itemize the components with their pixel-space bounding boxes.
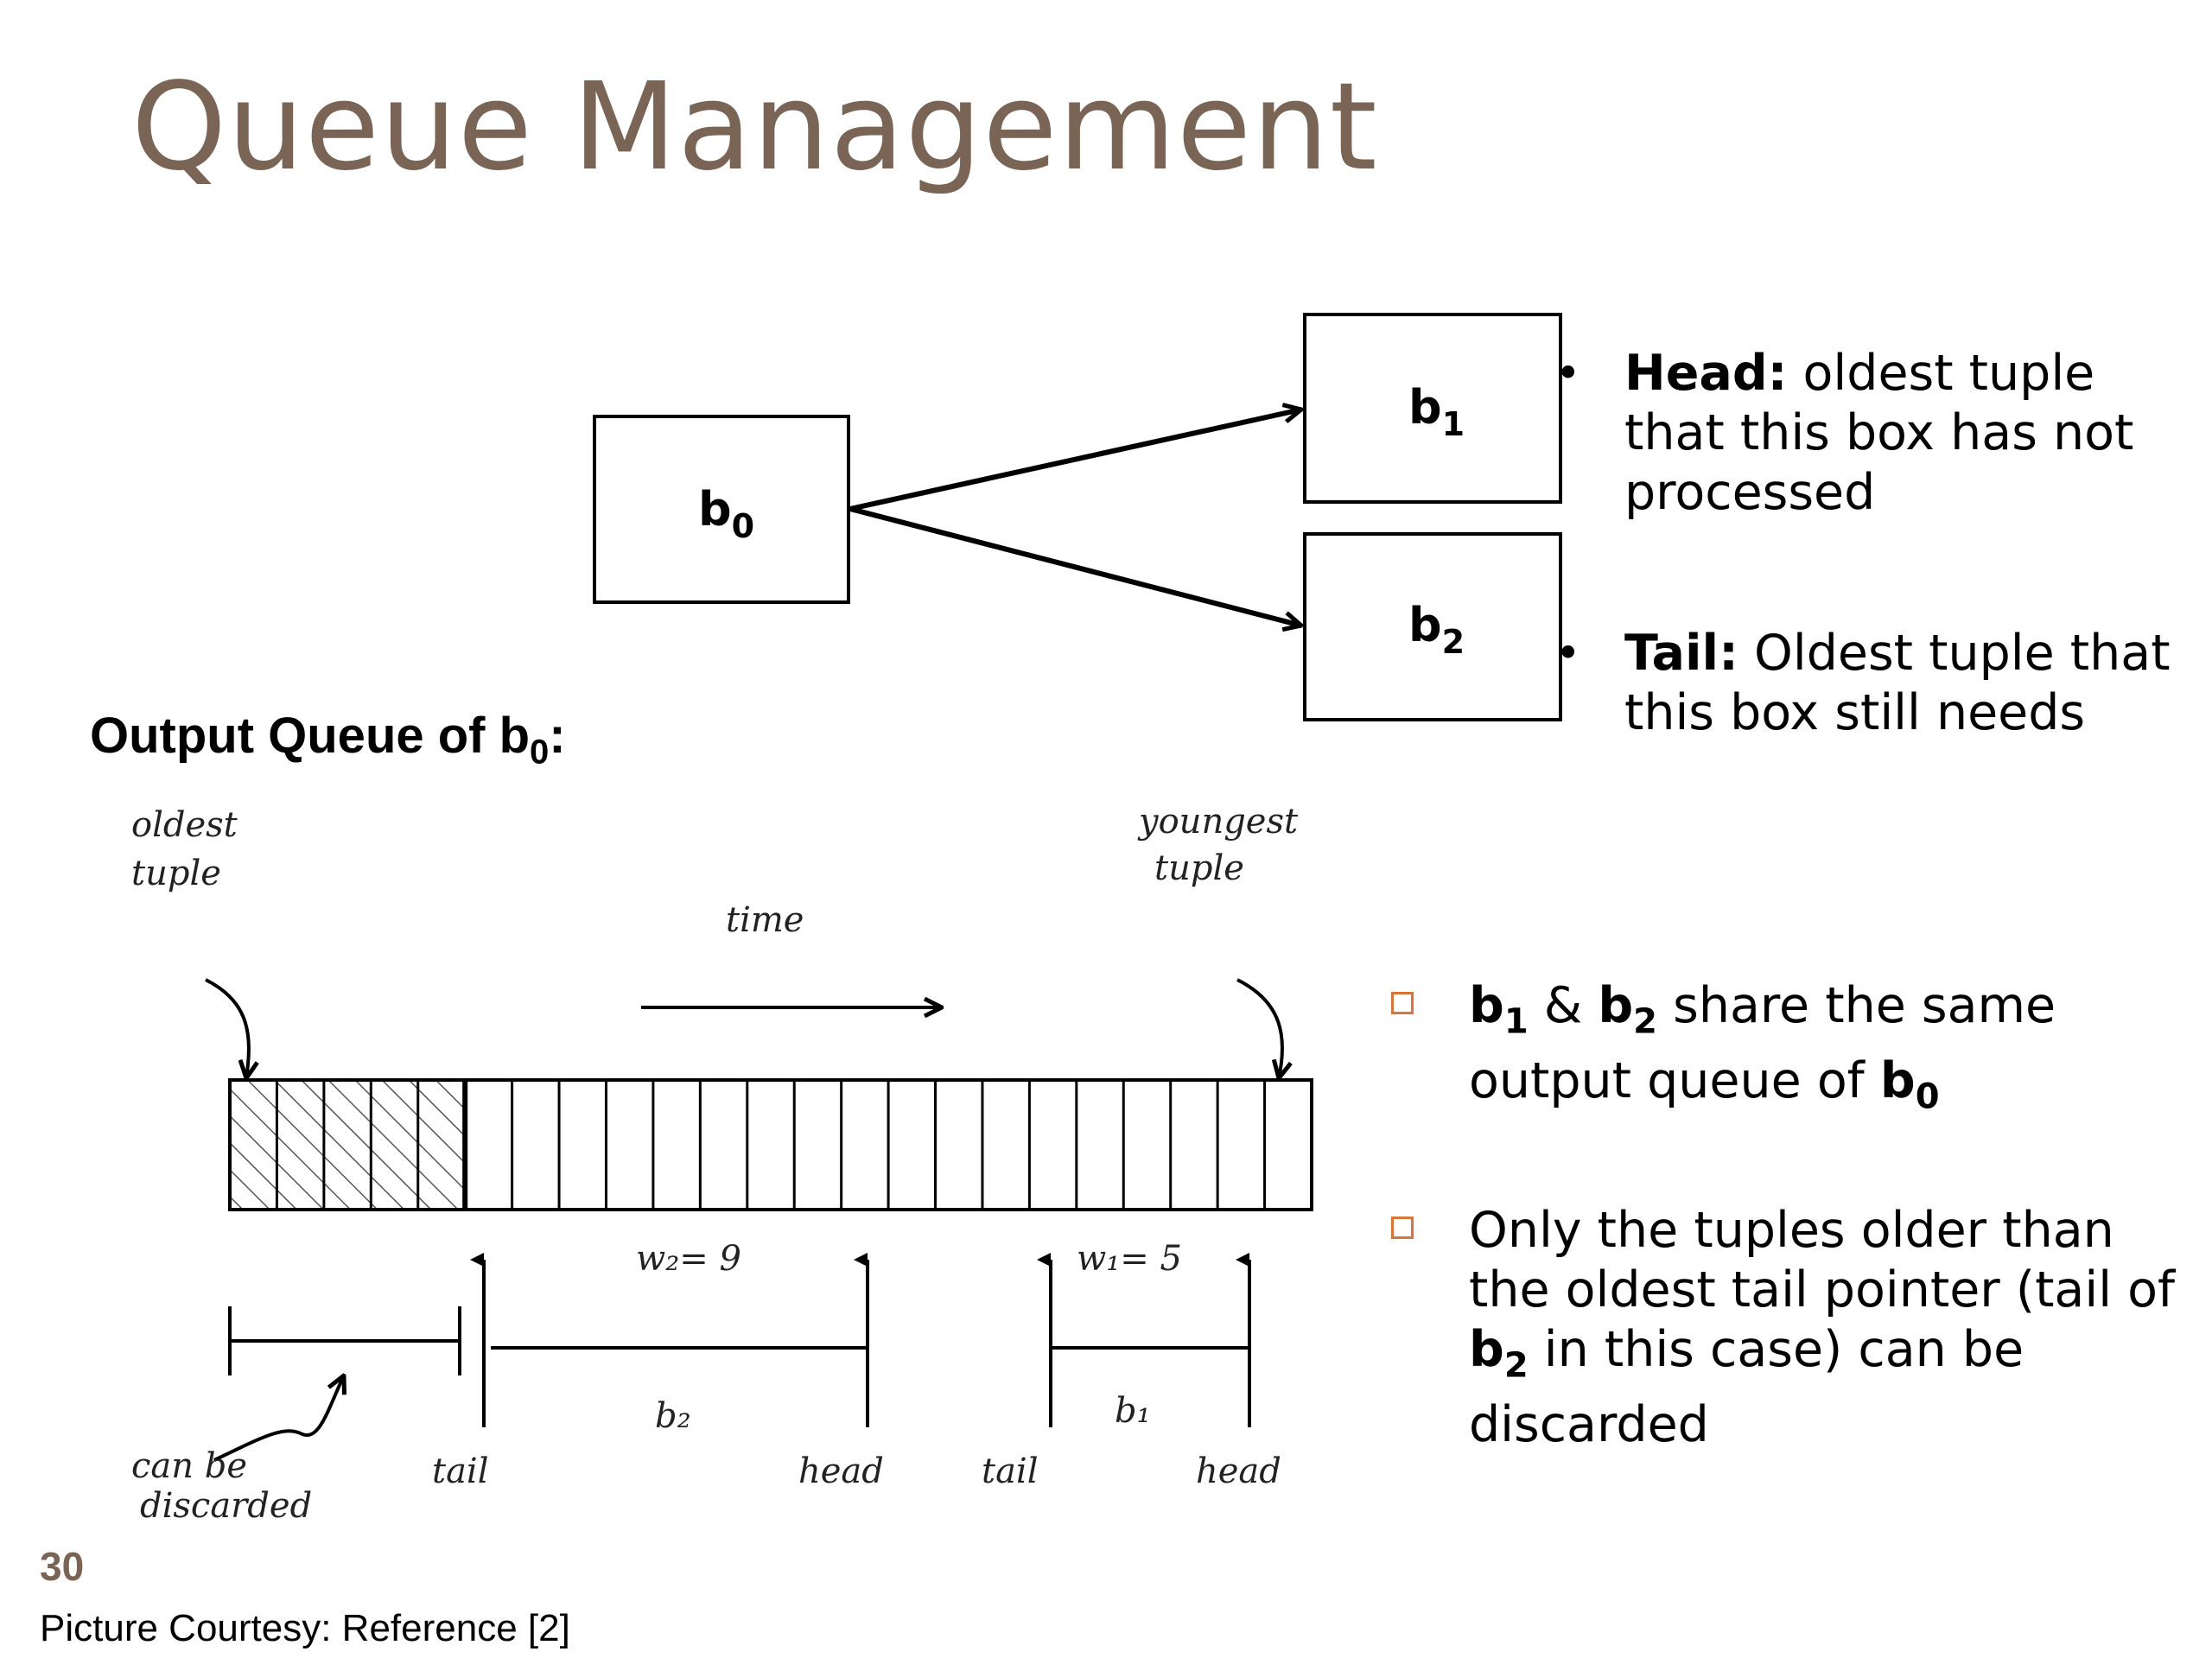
oldest-pointer: [205, 978, 249, 1078]
bullet-tail: • Tail: Oldest tuple that this box still…: [1555, 624, 2177, 743]
b0-label: b0: [698, 482, 754, 545]
b1-tail-label: tail: [982, 1452, 1039, 1491]
bullet-dot: •: [1555, 628, 1581, 678]
b1-interval-label: b₁: [1115, 1391, 1151, 1431]
picture-courtesy: Picture Courtesy: Reference [2]: [40, 1607, 570, 1649]
w1-label: w₁= 5: [1077, 1239, 1182, 1279]
output-queue-label: Output Queue of b0:: [90, 708, 566, 772]
b2-tail-label: tail: [432, 1452, 489, 1491]
head-text: oldest tuple that this box has not proce…: [1624, 345, 2134, 521]
discard-label-1: can be: [131, 1446, 247, 1486]
b1-head-label: head: [1196, 1452, 1281, 1491]
queue-cells: [275, 1080, 1267, 1210]
head-term: Head:: [1624, 345, 1788, 402]
b2-label: b2: [1408, 598, 1465, 661]
arrow-b0-b2: [849, 506, 1301, 626]
youngest-label-2: tuple: [1154, 848, 1244, 888]
square-bullet-icon: [1391, 992, 1414, 1014]
square-bullet-share: b1 & b2 share the same output queue of b…: [1391, 976, 2177, 1128]
tail-text: Oldest tuple that this box still needs: [1624, 625, 2171, 741]
output-queue-figure: oldest tuple youngest tuple time can be …: [131, 802, 1313, 1526]
box-b1: [1303, 313, 1562, 504]
box-b0: [593, 415, 850, 604]
bullet-head: • Head: oldest tuple that this box has n…: [1555, 344, 2177, 523]
time-label: time: [726, 900, 804, 940]
discard-label-2: discarded: [140, 1486, 312, 1526]
b1-label: b1: [1408, 380, 1465, 443]
youngest-label-1: youngest: [1137, 802, 1299, 842]
slide-title: Queue Management: [131, 57, 1378, 198]
queue-outline: [228, 1078, 1313, 1211]
b2-interval-label: b₂: [655, 1396, 691, 1436]
square-bullet-icon: [1391, 1217, 1414, 1239]
discard-pointer: [213, 1375, 344, 1462]
youngest-pointer: [1236, 978, 1282, 1078]
tail-term: Tail:: [1624, 625, 1738, 682]
box-b2: [1303, 532, 1562, 721]
shaded-region: [230, 1080, 466, 1210]
bullet-dot: •: [1555, 348, 1581, 398]
page-number: 30: [40, 1544, 85, 1589]
w2-label: w₂= 9: [636, 1239, 741, 1279]
b2-head-label: head: [798, 1452, 884, 1491]
oldest-label-1: oldest: [131, 805, 238, 845]
square-bullet-discard: Only the tuples older than the oldest ta…: [1391, 1201, 2177, 1455]
arrow-b0-b1: [849, 410, 1301, 511]
oldest-label-2: tuple: [131, 854, 221, 893]
